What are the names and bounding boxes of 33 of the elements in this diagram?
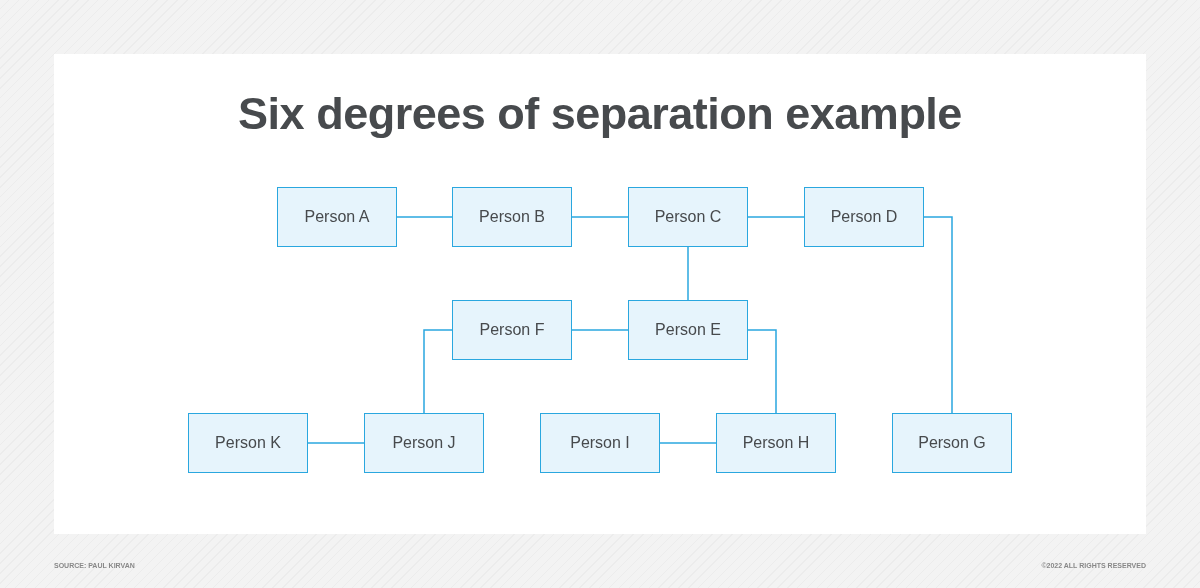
person-box bbox=[716, 413, 836, 473]
person-name: Person A bbox=[304, 208, 370, 226]
person-box bbox=[452, 187, 572, 247]
connector-line bbox=[423, 329, 453, 414]
connector-line bbox=[687, 246, 689, 301]
person-box bbox=[628, 187, 748, 247]
person-box bbox=[804, 187, 924, 247]
person-name: Person G bbox=[918, 434, 986, 452]
connector-line bbox=[659, 442, 717, 444]
person-name: Person D bbox=[830, 208, 898, 226]
person-box bbox=[452, 300, 572, 360]
person-name: Person C bbox=[654, 208, 722, 226]
person-name: Person J bbox=[392, 434, 456, 452]
connector-line bbox=[396, 216, 453, 218]
person-name: Person E bbox=[655, 321, 721, 339]
connector-line bbox=[571, 329, 629, 331]
title: Six degrees of separation example bbox=[237, 88, 963, 140]
person-name: Person I bbox=[570, 434, 630, 452]
person-name: Person H bbox=[742, 434, 810, 452]
person-box bbox=[628, 300, 748, 360]
connector-line bbox=[923, 216, 953, 414]
person-name: Person K bbox=[215, 434, 281, 452]
person-box bbox=[188, 413, 308, 473]
connector-line bbox=[747, 329, 777, 414]
person-box bbox=[277, 187, 397, 247]
person-box bbox=[364, 413, 484, 473]
person-box bbox=[540, 413, 660, 473]
person-name: Person F bbox=[479, 321, 545, 339]
person-box bbox=[892, 413, 1012, 473]
person-name: Person B bbox=[479, 208, 545, 226]
connector-line bbox=[571, 216, 629, 218]
connector-line bbox=[307, 442, 365, 444]
connector-line bbox=[747, 216, 805, 218]
